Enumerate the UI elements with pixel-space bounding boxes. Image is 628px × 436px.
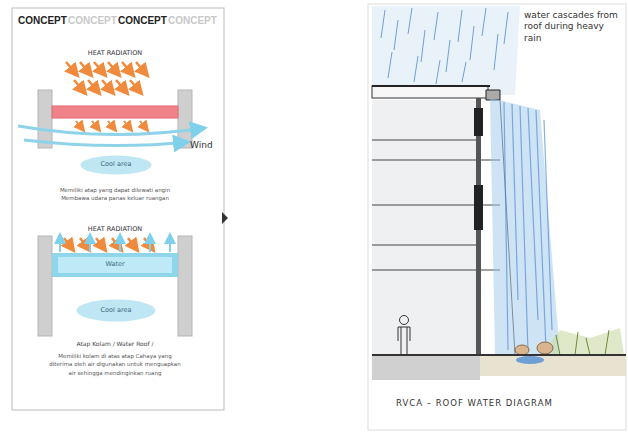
header-word: CONCEPT bbox=[18, 15, 70, 27]
ellipse-shape bbox=[81, 156, 152, 175]
wind-arrows bbox=[18, 126, 205, 146]
column bbox=[178, 90, 192, 148]
header-word: CONCEPT bbox=[168, 15, 220, 27]
ground-line bbox=[372, 354, 626, 356]
header-word: CONCEPT bbox=[118, 15, 170, 27]
cascade-strokes bbox=[504, 102, 552, 352]
puddle bbox=[516, 356, 544, 364]
window-dark bbox=[474, 185, 483, 230]
node-text: Water bbox=[105, 261, 124, 268]
cascade-wash bbox=[490, 98, 560, 355]
rain-streaks bbox=[381, 8, 508, 84]
column bbox=[38, 236, 52, 336]
callout-note: water cascades from roof during heavy ra… bbox=[524, 10, 624, 44]
heat-label: HEAT RADIATION bbox=[70, 226, 160, 234]
concept-caption: Memiliki kolam di atas atap Cahaya yang … bbox=[48, 352, 182, 377]
roof-slab bbox=[372, 86, 488, 98]
heat-arrows bbox=[76, 121, 148, 131]
pointer-triangle bbox=[222, 212, 228, 224]
cool-area-ellipse: Cool area bbox=[80, 155, 152, 175]
concept-caption-title: Atap Kolam / Water Roof / bbox=[55, 340, 175, 347]
window-dark bbox=[474, 108, 483, 136]
heat-label: HEAT RADIATION bbox=[70, 50, 160, 58]
ellipse-shape bbox=[77, 300, 156, 322]
panel-frame bbox=[368, 4, 626, 430]
heat-arrows bbox=[66, 62, 148, 94]
cool-area-ellipse: Cool area bbox=[76, 299, 156, 322]
grass bbox=[556, 330, 609, 355]
wind-label: Wind bbox=[190, 140, 222, 151]
water-box: Water bbox=[58, 257, 172, 273]
gutter bbox=[486, 90, 500, 100]
rock bbox=[515, 345, 529, 355]
node-text: Cool area bbox=[101, 161, 132, 168]
column bbox=[38, 90, 52, 148]
evaporation-arrows bbox=[60, 234, 170, 252]
panel-frame bbox=[12, 8, 224, 410]
roof-line bbox=[372, 85, 490, 87]
foundation bbox=[372, 356, 480, 380]
water-roof-slab bbox=[52, 253, 178, 277]
person-figure bbox=[398, 316, 410, 356]
rock bbox=[537, 342, 553, 354]
concept-caption: Memiliki atap yang dapat dilewati angin … bbox=[50, 186, 180, 203]
header-word: CONCEPT bbox=[68, 15, 120, 27]
roof-slab bbox=[52, 106, 178, 118]
node-text: Cool area bbox=[101, 307, 132, 314]
column bbox=[178, 236, 192, 336]
rain-wash bbox=[372, 6, 520, 95]
diagram-caption: RVCA – ROOF WATER DIAGRAM bbox=[396, 398, 618, 408]
heat-arrows bbox=[64, 238, 154, 251]
wall-wash bbox=[372, 100, 478, 355]
